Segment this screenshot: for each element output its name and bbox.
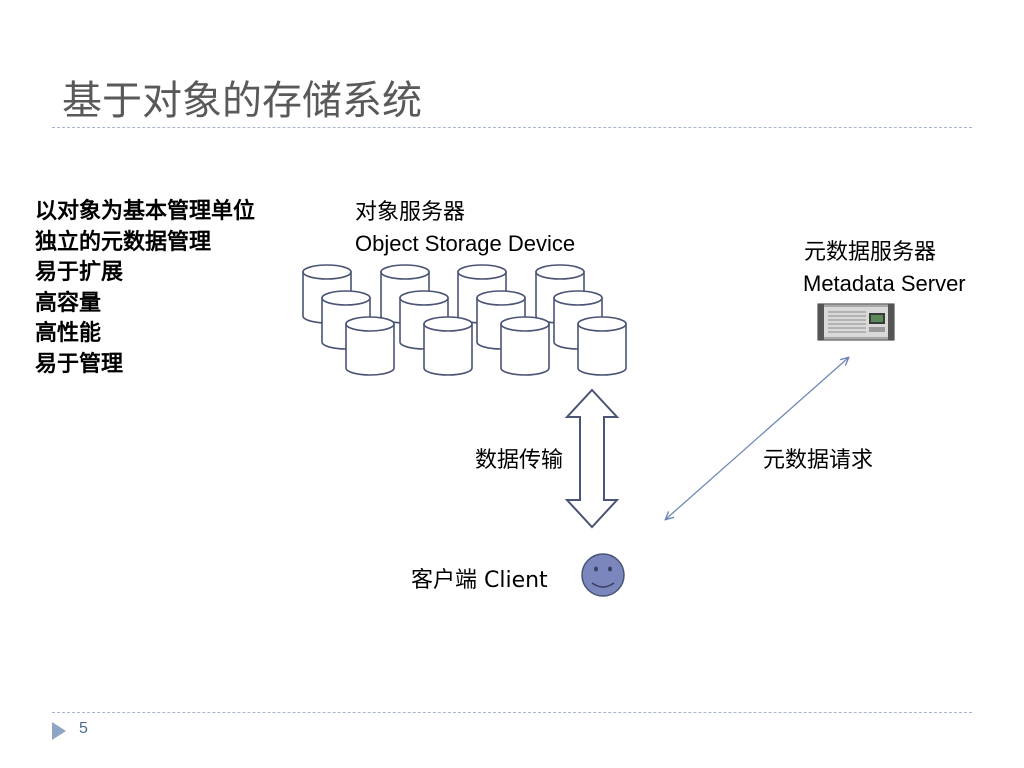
feature-item: 高容量 [35, 290, 102, 316]
osd-label-cn: 对象服务器 [355, 200, 466, 225]
footer-divider [52, 712, 972, 713]
client-label: 客户端 Client [411, 568, 548, 593]
metadata-server-label-en: Metadata Server [803, 271, 966, 296]
disk-cylinder-icon [500, 316, 550, 376]
client-smiley-icon [581, 553, 625, 597]
feature-item: 以对象为基本管理单位 [35, 199, 256, 224]
data-transfer-label: 数据传输 [475, 448, 564, 473]
data-transfer-arrow [564, 388, 620, 529]
page-number: 5 [79, 720, 88, 737]
title-divider [52, 127, 972, 128]
disk-cylinder-icon [577, 316, 627, 376]
feature-item: 高性能 [35, 321, 102, 346]
slide-title: 基于对象的存储系统 [62, 78, 422, 124]
footer-triangle-icon [52, 722, 66, 740]
feature-item: 易于管理 [35, 351, 124, 377]
feature-list: 以对象为基本管理单位 独立的元数据管理 易于扩展 高容量 高性能 易于管理 [35, 197, 255, 380]
osd-label-en: Object Storage Device [355, 231, 576, 256]
disk-cylinder-icon [345, 316, 395, 376]
disk-cylinder-icon [423, 316, 473, 376]
disk-array [302, 264, 627, 376]
feature-item: 独立的元数据管理 [35, 229, 212, 255]
feature-item: 易于扩展 [35, 260, 124, 285]
metadata-request-arrow [666, 358, 848, 519]
metadata-server-icon [817, 303, 895, 341]
metadata-server-label-cn: 元数据服务器 [804, 240, 937, 265]
